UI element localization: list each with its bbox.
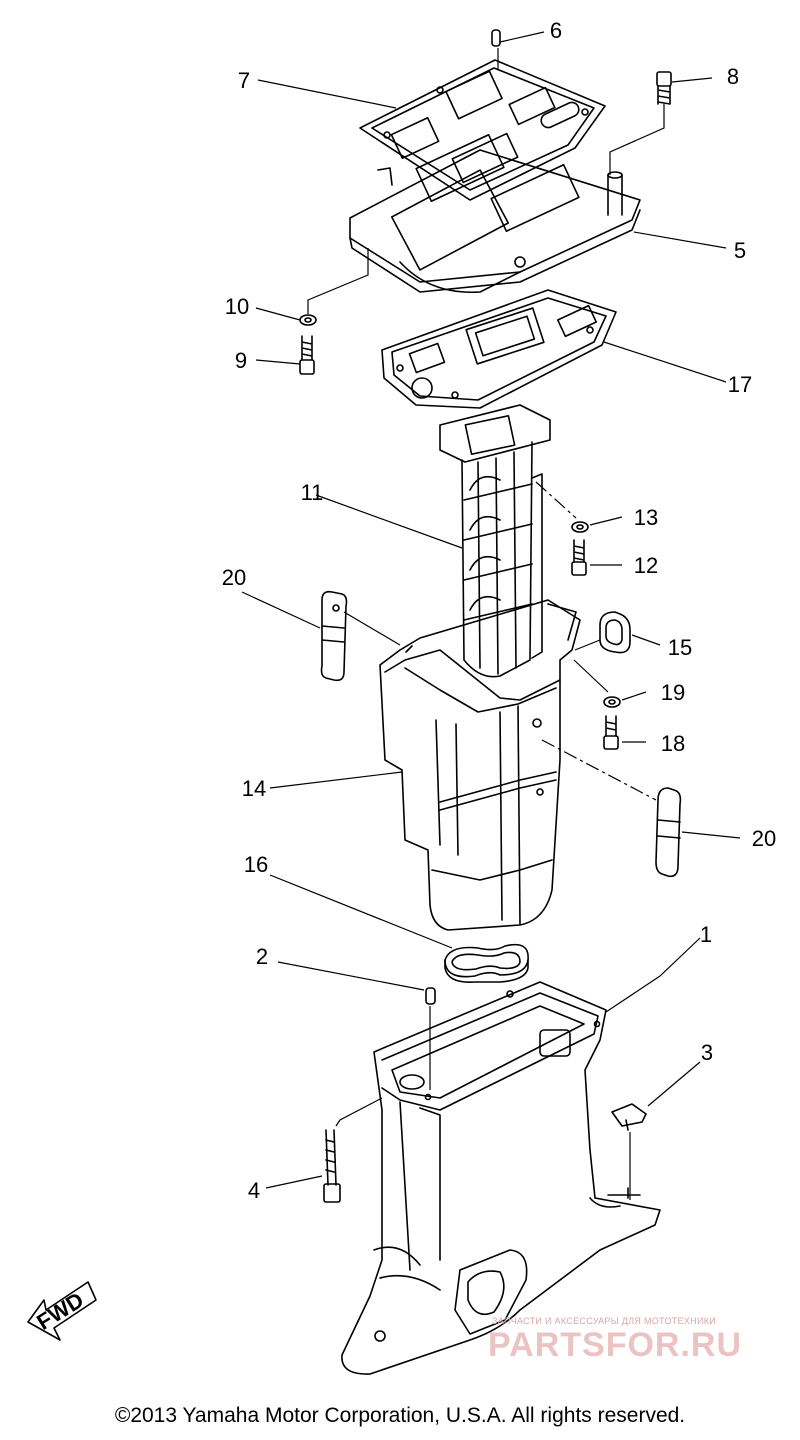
label-8: 8 bbox=[727, 64, 739, 89]
label-9: 9 bbox=[235, 348, 247, 373]
label-2: 2 bbox=[256, 944, 268, 969]
part-13-washer bbox=[571, 521, 589, 533]
part-2-dowel-pin bbox=[425, 987, 436, 1005]
part-17-gasket bbox=[381, 289, 617, 409]
part-16-seal bbox=[444, 943, 529, 984]
label-19: 19 bbox=[661, 680, 685, 705]
part-14-upper-casing bbox=[379, 599, 581, 931]
part-5-exhaust-guide bbox=[349, 133, 641, 294]
part-6-dowel-pin bbox=[491, 29, 501, 47]
part-18-bolt bbox=[603, 715, 619, 750]
part-15-grommet bbox=[599, 611, 631, 654]
label-18: 18 bbox=[661, 731, 685, 756]
label-7: 7 bbox=[238, 68, 250, 93]
part-9-bolt bbox=[299, 335, 315, 375]
label-16: 16 bbox=[244, 852, 268, 877]
part-19-washer bbox=[603, 696, 621, 708]
part-4-long-bolt bbox=[323, 1129, 341, 1203]
part-8-bolt bbox=[656, 71, 672, 105]
label-4: 4 bbox=[248, 1178, 260, 1203]
label-11: 11 bbox=[301, 480, 324, 505]
part-10-washer bbox=[299, 314, 317, 326]
part-1-lower-casing bbox=[341, 981, 661, 1375]
label-1: 1 bbox=[700, 922, 712, 947]
leader-lines bbox=[241, 31, 741, 1200]
label-17: 17 bbox=[728, 372, 752, 397]
watermark-tagline: ЗАПЧАСТИ И АКСЕССУАРЫ ДЛЯ МОТОТЕХНИКИ bbox=[492, 1316, 717, 1326]
label-13: 13 bbox=[634, 505, 658, 530]
label-3: 3 bbox=[701, 1040, 713, 1065]
part-7-gasket bbox=[359, 59, 606, 201]
part-12-bolt bbox=[571, 539, 587, 576]
part-3-clip bbox=[611, 1103, 647, 1131]
watermark-logo: PARTSFOR.RU bbox=[488, 1326, 743, 1364]
part-20-mount-plate-left bbox=[320, 590, 348, 682]
part-labels: 1 2 3 4 5 6 7 8 9 10 11 12 13 14 15 16 1… bbox=[32, 18, 776, 1335]
label-5: 5 bbox=[734, 238, 746, 263]
label-10: 10 bbox=[225, 294, 249, 319]
part-11-exhaust-manifold bbox=[439, 404, 551, 678]
part-20-mount-plate-right bbox=[655, 787, 682, 878]
fwd-arrow-icon bbox=[27, 1281, 97, 1341]
label-20-right: 20 bbox=[752, 826, 776, 851]
fwd-label: FWD bbox=[32, 1287, 88, 1335]
label-15: 15 bbox=[668, 635, 692, 660]
label-14: 14 bbox=[242, 776, 266, 801]
copyright-text: ©2013 Yamaha Motor Corporation, U.S.A. A… bbox=[114, 1404, 686, 1427]
label-12: 12 bbox=[634, 553, 658, 578]
label-6: 6 bbox=[550, 18, 562, 43]
label-20-left: 20 bbox=[222, 565, 246, 590]
